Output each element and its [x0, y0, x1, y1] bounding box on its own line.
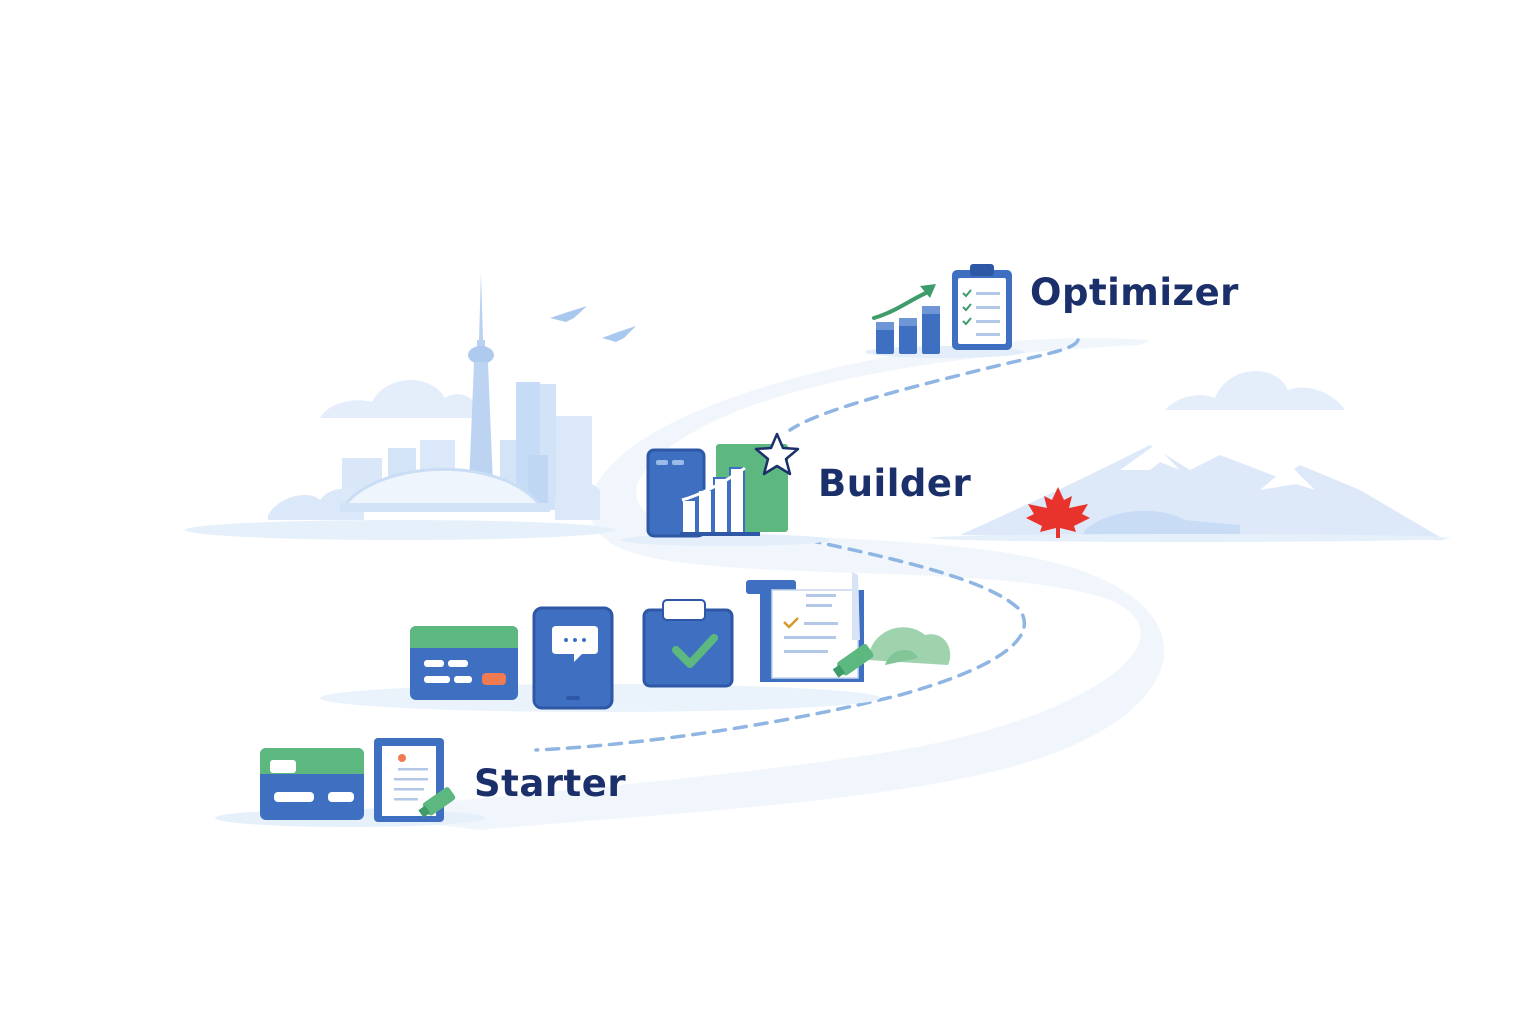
- bush-icon: [868, 627, 951, 665]
- credit-card-icon: [410, 626, 518, 700]
- bird-icon: [602, 326, 636, 342]
- mountain-icon: [930, 445, 1450, 542]
- cloud-icon: [320, 380, 479, 418]
- stage-label-optimizer: Optimizer: [1030, 271, 1239, 314]
- stage-label-starter: Starter: [474, 762, 626, 805]
- dashed-route: [534, 338, 1080, 752]
- star-icon: [754, 432, 800, 476]
- document-pen-icon: [374, 738, 456, 822]
- starter-group: Starter: [215, 738, 626, 827]
- report-pen-icon: [746, 572, 874, 682]
- credit-card-icon: [260, 748, 364, 820]
- skyline-icon: [268, 382, 600, 520]
- maple-leaf-icon: [1026, 487, 1090, 538]
- builder-group: Builder: [620, 432, 971, 546]
- stage-label-builder: Builder: [818, 462, 971, 505]
- checklist-clipboard-icon: [952, 264, 1012, 350]
- dome-stadium: [340, 467, 550, 512]
- cloud-icon: [1165, 370, 1345, 410]
- middle-group: [320, 572, 880, 712]
- bird-icon: [550, 306, 587, 322]
- phone-chat-icon: [532, 606, 614, 710]
- optimizer-group: Optimizer: [865, 264, 1239, 358]
- ground-left: [185, 520, 615, 540]
- clipboard-check-icon: [642, 599, 734, 688]
- bar-chart-arrow-icon: [872, 284, 940, 354]
